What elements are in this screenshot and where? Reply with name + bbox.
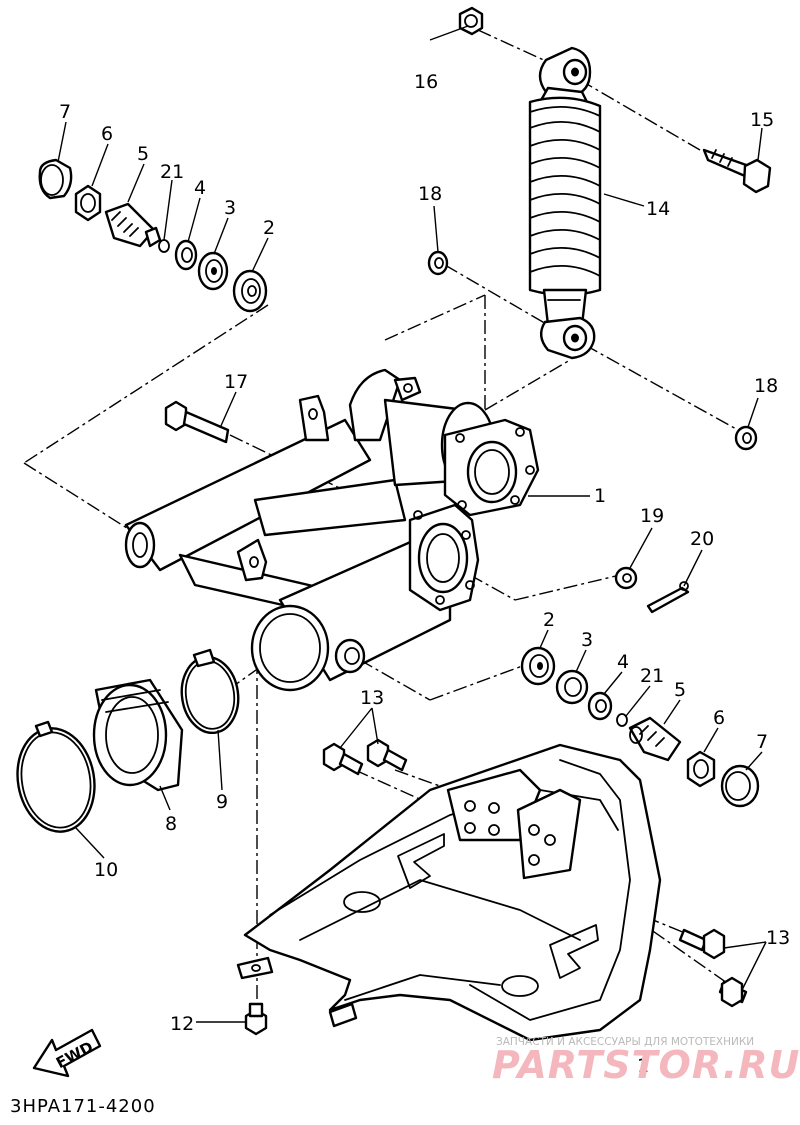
shock-absorber	[528, 46, 602, 360]
callout: 13	[360, 687, 384, 709]
callout: 20	[690, 528, 714, 550]
callout: 15	[750, 109, 774, 131]
callout: 8	[165, 813, 177, 835]
callout: 5	[674, 679, 686, 701]
leader-lines	[57, 25, 767, 1023]
callout: 4	[617, 651, 629, 673]
callout: 10	[94, 859, 118, 881]
callout: 9	[216, 791, 228, 813]
callout: 3	[224, 197, 236, 219]
callout: 5	[137, 143, 149, 165]
callout: 2	[543, 609, 555, 631]
callout: 2	[263, 217, 275, 239]
callout: 21	[640, 665, 664, 687]
diagram-code: 3HPA171-4200	[10, 1096, 156, 1117]
callout: 3	[581, 629, 593, 651]
callout: 12	[170, 1013, 194, 1035]
watermark-brand: PARTSTOR.RU	[492, 1043, 800, 1087]
watermark: ЗАПЧАСТИ И АКСЕССУАРЫ ДЛЯ МОТОТЕХНИКИ PA…	[492, 1036, 800, 1087]
callout: 18	[418, 183, 442, 205]
washer	[427, 250, 449, 276]
callout: 4	[194, 177, 206, 199]
callout: 16	[414, 71, 438, 93]
nut	[458, 6, 484, 36]
callout: 13	[766, 927, 790, 949]
callout: 1	[637, 1055, 649, 1077]
callout: 17	[224, 371, 248, 393]
bearing-stack-lower	[520, 646, 760, 808]
callout: 21	[160, 161, 184, 183]
swingarm	[124, 368, 540, 692]
bearing-stack-upper	[38, 158, 268, 313]
callouts: 7 6 5 21 4 3 2 16 15 14 18 18 17 1 19 20…	[59, 71, 790, 1077]
boot-and-bands	[16, 648, 240, 833]
callout: 14	[646, 198, 670, 220]
skid-guard	[236, 743, 662, 1042]
callout: 7	[59, 101, 71, 123]
shock-bolt	[702, 148, 772, 194]
washer	[734, 425, 758, 451]
callout: 7	[756, 731, 768, 753]
watermark-caption: ЗАПЧАСТИ И АКСЕССУАРЫ ДЛЯ МОТОТЕХНИКИ	[496, 1036, 754, 1048]
bolts	[244, 738, 748, 1036]
callout: 1	[594, 485, 606, 507]
callout: 18	[754, 375, 778, 397]
callout: 6	[101, 123, 113, 145]
callout: 19	[640, 505, 664, 527]
washer-pin	[614, 566, 690, 614]
fwd-arrow-icon: FWD	[32, 1028, 102, 1078]
callout: 6	[713, 707, 725, 729]
